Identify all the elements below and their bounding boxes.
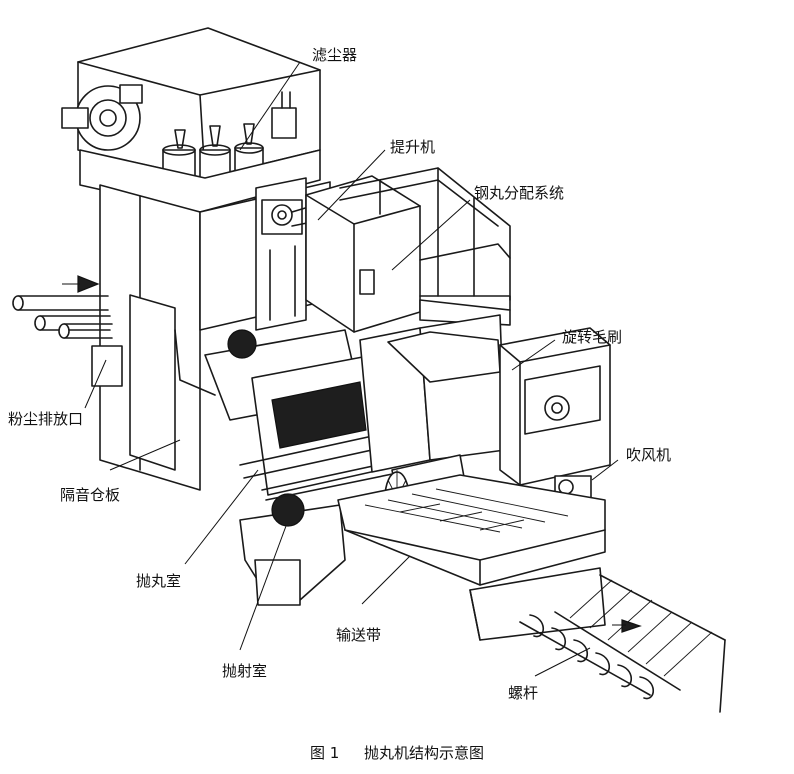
label-dust-outlet: 粉尘排放口 xyxy=(8,410,84,428)
label-soundproof-panel: 隔音仓板 xyxy=(60,486,121,504)
caption-title: 抛丸机结构示意图 xyxy=(364,744,485,762)
blasting-chamber xyxy=(204,329,413,527)
machine-illustration xyxy=(12,27,726,713)
label-shot-distribution: 钢丸分配系统 xyxy=(474,184,565,202)
label-screw: 螺杆 xyxy=(508,684,539,702)
leader-lines xyxy=(84,61,619,677)
dust-outlet-pipes xyxy=(12,275,123,387)
figure-caption: 图 1 抛丸机结构示意图 xyxy=(0,742,794,763)
screw-auger xyxy=(519,614,655,700)
elevator xyxy=(255,177,313,331)
conveyor xyxy=(337,474,606,641)
shot-distribution-system xyxy=(305,167,511,333)
label-blower: 吹风机 xyxy=(626,446,672,464)
label-rotating-brush: 旋转毛刷 xyxy=(562,328,623,346)
dust-collector xyxy=(61,27,321,201)
label-elevator: 提升机 xyxy=(390,138,436,156)
label-conveyor-belt: 输送带 xyxy=(336,626,382,644)
label-blasting-chamber: 抛丸室 xyxy=(136,572,182,590)
output-roller-table xyxy=(554,574,726,713)
caption-number: 图 1 xyxy=(309,744,340,762)
blower-cabinet xyxy=(499,327,611,499)
label-dust-filter: 滤尘器 xyxy=(312,46,358,64)
label-shot-chamber: 抛射室 xyxy=(222,662,268,680)
